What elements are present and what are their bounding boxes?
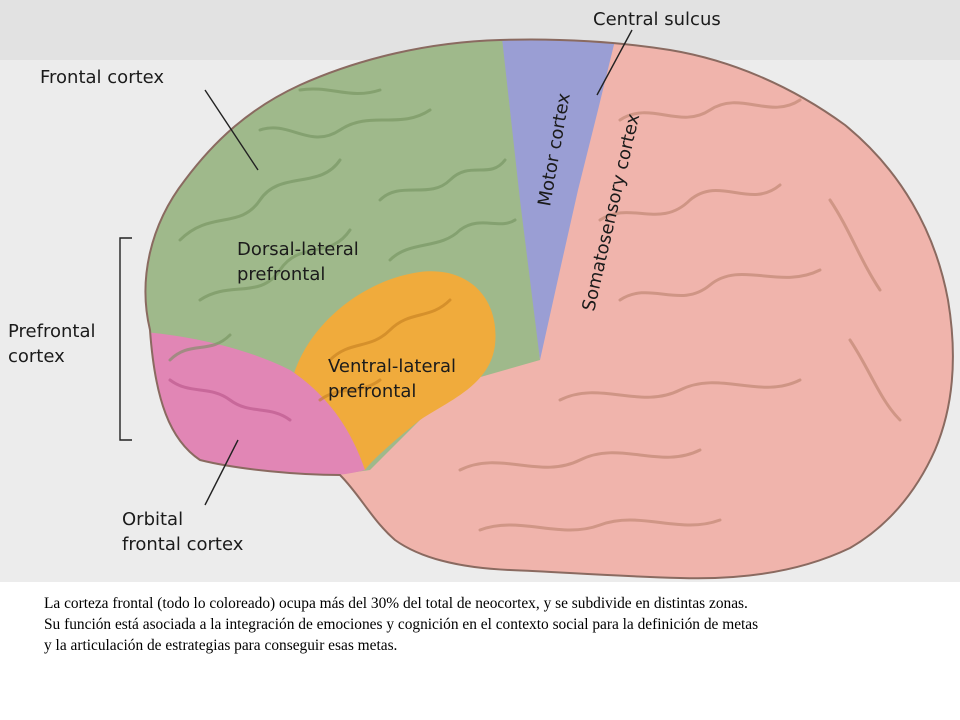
caption-line-2: Su función está asociada a la integració…	[44, 616, 759, 633]
leader-lines	[119, 29, 633, 506]
dorsal-lateral-label-line1: Dorsal-lateral	[237, 239, 359, 260]
dorsal-lateral-label-line2: prefrontal	[237, 264, 325, 285]
motor-cortex-region	[500, 39, 620, 360]
figure-caption: La corteza frontal (todo lo coloreado) o…	[44, 593, 944, 656]
frontal-cortex-label: Frontal cortex	[40, 67, 164, 88]
ventral-lateral-region	[290, 271, 496, 470]
orbital-leader	[204, 439, 239, 506]
prefrontal-cortex-label-line1: Prefrontal	[8, 321, 95, 342]
central-sulcus-leader	[596, 29, 633, 96]
caption-line-3: y la articulación de estrategias para co…	[44, 637, 398, 654]
ventral-lateral-label-line1: Ventral-lateral	[328, 356, 456, 377]
orbital-frontal-label-line2: frontal cortex	[122, 534, 244, 555]
caption-line-1: La corteza frontal (todo lo coloreado) o…	[44, 595, 748, 612]
brain-outline	[144, 38, 954, 580]
prefrontal-cortex-label-line2: cortex	[8, 346, 65, 367]
ventral-lateral-label-line2: prefrontal	[328, 381, 416, 402]
brain-diagram: Central sulcus Frontal cortex Motor cort…	[8, 9, 954, 580]
central-sulcus-label: Central sulcus	[593, 9, 721, 30]
prefrontal-bracket	[119, 237, 132, 441]
brain-figure: Central sulcus Frontal cortex Motor cort…	[0, 0, 960, 582]
orbital-frontal-label-line1: Orbital	[122, 509, 183, 530]
frontal-cortex-leader	[204, 89, 259, 171]
gyri-texture	[168, 87, 902, 532]
